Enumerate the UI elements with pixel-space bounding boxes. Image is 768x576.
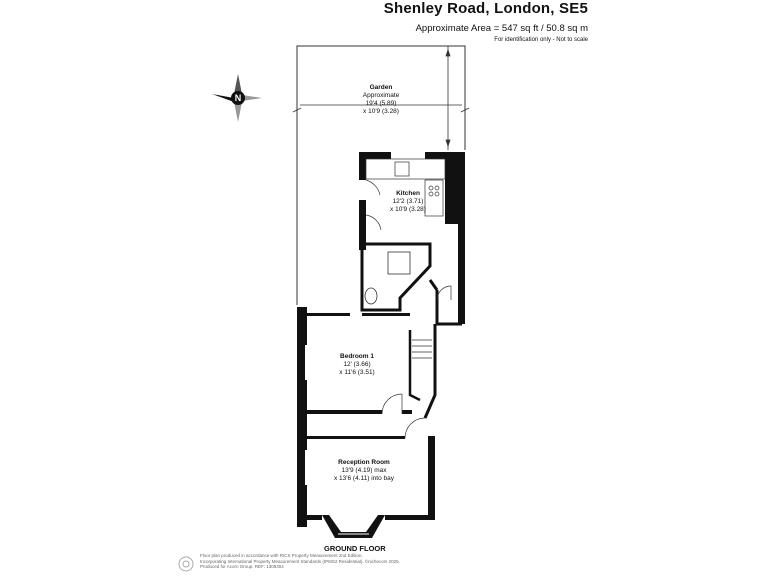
kitchen-fittings xyxy=(365,158,446,231)
floor-label: GROUND FLOOR xyxy=(324,544,386,553)
bedroom-dim-2: x 11'6 (3.51) xyxy=(339,369,375,376)
garden-name: Garden xyxy=(369,84,393,91)
rics-logo-icon xyxy=(178,556,194,572)
compass-letter: N xyxy=(235,93,242,103)
garden-dim-2: x 10'9 (3.28) xyxy=(363,108,399,115)
reception-label: Reception Room 13'9 (4.19) max x 13'6 (4… xyxy=(334,459,394,483)
kitchen-dim-2: x 10'9 (3.28) xyxy=(390,206,426,213)
walls xyxy=(297,152,465,538)
kitchen-dim-1: 12'2 (3.71) xyxy=(392,198,424,205)
garden-dim-1: 19'4 (5.89) xyxy=(365,100,397,107)
property-title: Shenley Road, London, SE5 xyxy=(383,0,588,17)
compass-icon: N xyxy=(212,74,262,122)
reception-dim-1: 13'9 (4.19) max xyxy=(341,467,387,474)
header: Shenley Road, London, SE5 Approximate Ar… xyxy=(384,0,588,43)
reception-dim-2: x 13'6 (4.11) into bay xyxy=(333,475,395,482)
footer-line-1: Floor plan produced in accordance with R… xyxy=(200,553,363,558)
garden-area xyxy=(296,45,466,305)
footer-line-3: Produced for Acorn Group. REF: 1309304 xyxy=(200,564,284,569)
kitchen-name: Kitchen xyxy=(396,190,420,197)
garden-dimension-markers xyxy=(292,46,470,150)
bedroom-label: Bedroom 1 12' (3.66) x 11'6 (3.51) xyxy=(339,353,374,377)
toilet-icon xyxy=(364,287,378,305)
door-swings xyxy=(381,285,452,439)
footer-line-2: Incorporating International Property Mea… xyxy=(200,558,400,564)
garden-label: Garden Approximate 19'4 (5.89) x 10'9 (3… xyxy=(363,84,400,116)
garden-approximate: Approximate xyxy=(362,92,400,99)
approximate-area: Approximate Area = 547 sq ft / 50.8 sq m xyxy=(415,23,588,34)
bedroom-name: Bedroom 1 xyxy=(340,353,374,360)
footer-disclaimer: Floor plan produced in accordance with R… xyxy=(200,553,460,570)
reception-name: Reception Room xyxy=(338,459,390,466)
bedroom-dim-1: 12' (3.66) xyxy=(343,361,371,368)
identification-note: For identification only - Not to scale xyxy=(494,37,588,43)
kitchen-label: Kitchen 12'2 (3.71) x 10'9 (3.28) xyxy=(390,190,426,214)
